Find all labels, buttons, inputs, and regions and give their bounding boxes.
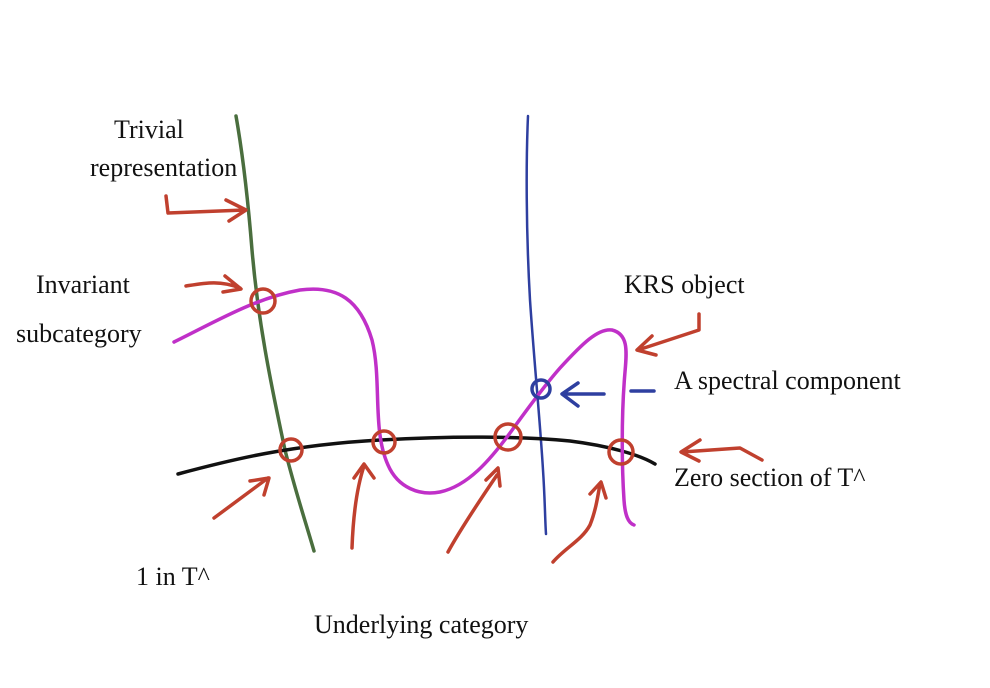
zero-intersection-mark-2 [493, 422, 523, 452]
one-in-t-label: 1 in T^ [136, 562, 210, 591]
underlying-arrow-1 [350, 462, 376, 550]
krs-arrow [635, 312, 701, 357]
trivial-label-line1: Trivial [114, 115, 184, 144]
underlying-arrow-2 [446, 466, 502, 554]
intersection-marks [249, 287, 635, 466]
zero-intersection-mark-1 [371, 429, 397, 455]
trivial-representation-curve [234, 114, 316, 553]
invariant-label-line2: subcategory [16, 319, 142, 348]
zero-section-arrow [679, 438, 764, 463]
zero-section-curve [176, 435, 657, 476]
annotation-arrows [164, 194, 764, 564]
zero-section-label: Zero section of T^ [674, 463, 866, 492]
spectral-component-label: A spectral component [674, 366, 901, 395]
spectral-component-curve [525, 114, 548, 536]
invariant-label-line1: Invariant [36, 270, 130, 299]
unit-arrow [212, 476, 271, 520]
krs-object-label: KRS object [624, 270, 745, 299]
trivial-arrow [164, 194, 248, 223]
invariant-arrow [184, 274, 243, 294]
invariant-intersection-mark [249, 287, 277, 315]
unit-intersection-mark [278, 437, 304, 463]
spectral-intersection-mark [530, 378, 552, 400]
underlying-category-label: Underlying category [314, 610, 529, 639]
underlying-arrow-3 [551, 480, 608, 564]
spectral-arrow [560, 381, 656, 408]
krs-object-curve [172, 287, 636, 527]
zero-intersection-mark-3 [607, 438, 635, 466]
trivial-label-line2: representation [90, 153, 238, 182]
